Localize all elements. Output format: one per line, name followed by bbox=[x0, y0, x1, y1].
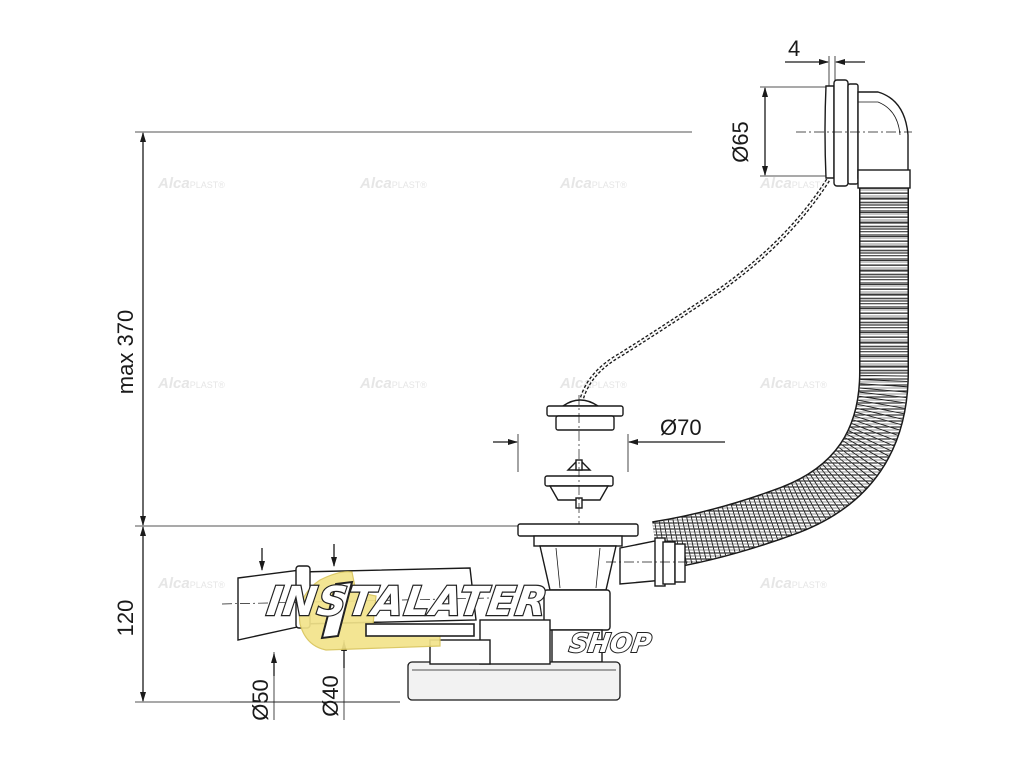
plug-chain bbox=[579, 178, 830, 399]
watermark-6: AlcaPLAST® bbox=[359, 375, 427, 392]
watermark-4: AlcaPLAST® bbox=[759, 175, 827, 192]
svg-text:AlcaPLAST®: AlcaPLAST® bbox=[759, 375, 827, 392]
logo-mark bbox=[320, 580, 354, 640]
watermark-8: AlcaPLAST® bbox=[759, 375, 827, 392]
shop-logo: INSTALATER SHOP bbox=[263, 571, 654, 660]
svg-text:AlcaPLAST®: AlcaPLAST® bbox=[359, 375, 427, 392]
watermark-3: AlcaPLAST® bbox=[559, 175, 627, 192]
watermark-5: AlcaPLAST® bbox=[157, 375, 225, 392]
watermark-10: AlcaPLAST® bbox=[759, 575, 827, 592]
svg-text:AlcaPLAST®: AlcaPLAST® bbox=[157, 575, 225, 592]
waste-body bbox=[517, 523, 700, 663]
dim-overflow-4: 4 bbox=[788, 36, 800, 61]
dim-outlet-40: Ø40 bbox=[318, 675, 343, 717]
corrugated-hose bbox=[652, 188, 909, 571]
watermark-7: AlcaPLAST® bbox=[559, 375, 627, 392]
svg-text:AlcaPLAST®: AlcaPLAST® bbox=[559, 175, 627, 192]
logo-sub-text: SHOP bbox=[567, 629, 653, 659]
watermark-9: AlcaPLAST® bbox=[157, 575, 225, 592]
dim-waste-70: Ø70 bbox=[660, 415, 702, 440]
svg-text:AlcaPLAST®: AlcaPLAST® bbox=[157, 175, 225, 192]
dim-120: 120 bbox=[113, 600, 138, 637]
logo-bar bbox=[365, 623, 475, 637]
logo-main-text: INSTALATER bbox=[264, 579, 551, 625]
watermark-2: AlcaPLAST® bbox=[359, 175, 427, 192]
overflow-head: Ø65 4 bbox=[728, 36, 912, 189]
dim-max-370: max 370 bbox=[113, 310, 138, 394]
svg-text:AlcaPLAST®: AlcaPLAST® bbox=[759, 175, 827, 192]
plug-assembly: Ø70 bbox=[493, 395, 725, 640]
dim-overflow-65: Ø65 bbox=[728, 121, 753, 163]
watermark-1: AlcaPLAST® bbox=[157, 175, 225, 192]
watermark-group: AlcaPLAST® AlcaPLAST® AlcaPLAST® AlcaPLA… bbox=[157, 175, 827, 592]
svg-text:AlcaPLAST®: AlcaPLAST® bbox=[157, 375, 225, 392]
svg-text:AlcaPLAST®: AlcaPLAST® bbox=[359, 175, 427, 192]
svg-text:AlcaPLAST®: AlcaPLAST® bbox=[759, 575, 827, 592]
svg-text:AlcaPLAST®: AlcaPLAST® bbox=[559, 375, 627, 392]
dim-outlet-50: Ø50 bbox=[248, 679, 273, 721]
